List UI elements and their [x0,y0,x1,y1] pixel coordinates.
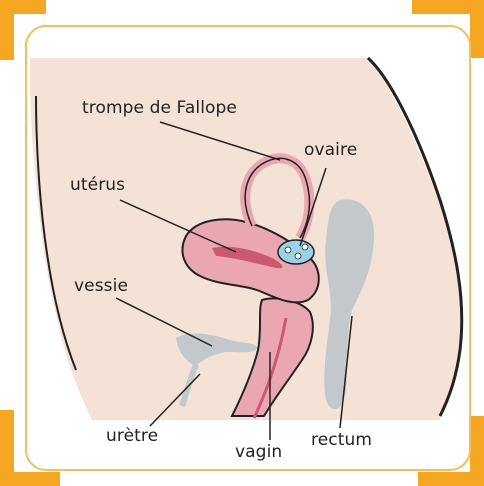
label-vagina: vagin [235,444,282,461]
label-rectum: rectum [311,432,372,449]
label-urethra: urètre [106,428,158,445]
label-fallopian-tube: trompe de Fallope [82,100,237,117]
label-bladder: vessie [74,278,128,295]
ovary-shape [278,240,314,264]
label-ovary: ovaire [304,142,357,159]
label-uterus: utérus [70,177,125,194]
